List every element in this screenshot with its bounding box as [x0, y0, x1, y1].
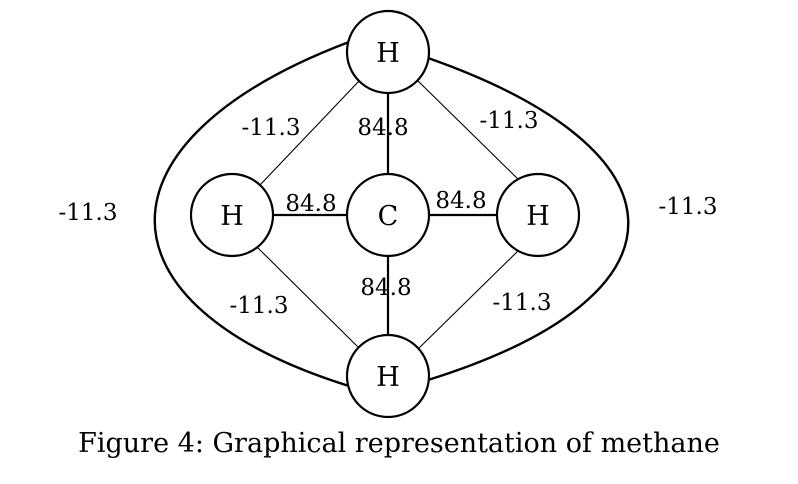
weight-center-right: 84.8: [435, 188, 486, 214]
weight-right-arc: -11.3: [659, 194, 718, 220]
weight-right-bottom: -11.3: [493, 290, 552, 316]
edge-top-left: [259, 79, 361, 186]
node-left-label: H: [220, 201, 244, 232]
node-center-label: C: [378, 201, 399, 232]
node-top: H: [345, 9, 431, 95]
figure-caption: Figure 4: Graphical representation of me…: [78, 428, 720, 459]
node-top-label: H: [376, 38, 400, 69]
weight-top-left: -11.3: [242, 115, 301, 141]
edge-top-bottom-right-arc: [427, 56, 630, 382]
node-bottom: H: [345, 333, 431, 419]
edge-left-bottom: [255, 245, 361, 350]
node-left: H: [189, 172, 275, 258]
methane-graph: H H C H H -11.3 84.8 -11.3 84.8 84.8 -11…: [59, 9, 718, 419]
weight-left-center: 84.8: [285, 191, 336, 217]
node-center: C: [345, 172, 431, 258]
edge-top-right: [416, 79, 521, 182]
edge-right-bottom: [415, 247, 522, 352]
node-right: H: [495, 172, 581, 258]
weight-top-center: 84.8: [357, 115, 408, 141]
node-bottom-label: H: [376, 362, 400, 393]
node-right-label: H: [526, 201, 550, 232]
edge-top-bottom-left-arc: [153, 40, 350, 388]
weight-top-right: -11.3: [480, 108, 539, 134]
weight-left-bottom: -11.3: [230, 293, 289, 319]
weight-left-arc: -11.3: [59, 200, 118, 226]
weight-center-bottom: 84.8: [360, 275, 411, 301]
